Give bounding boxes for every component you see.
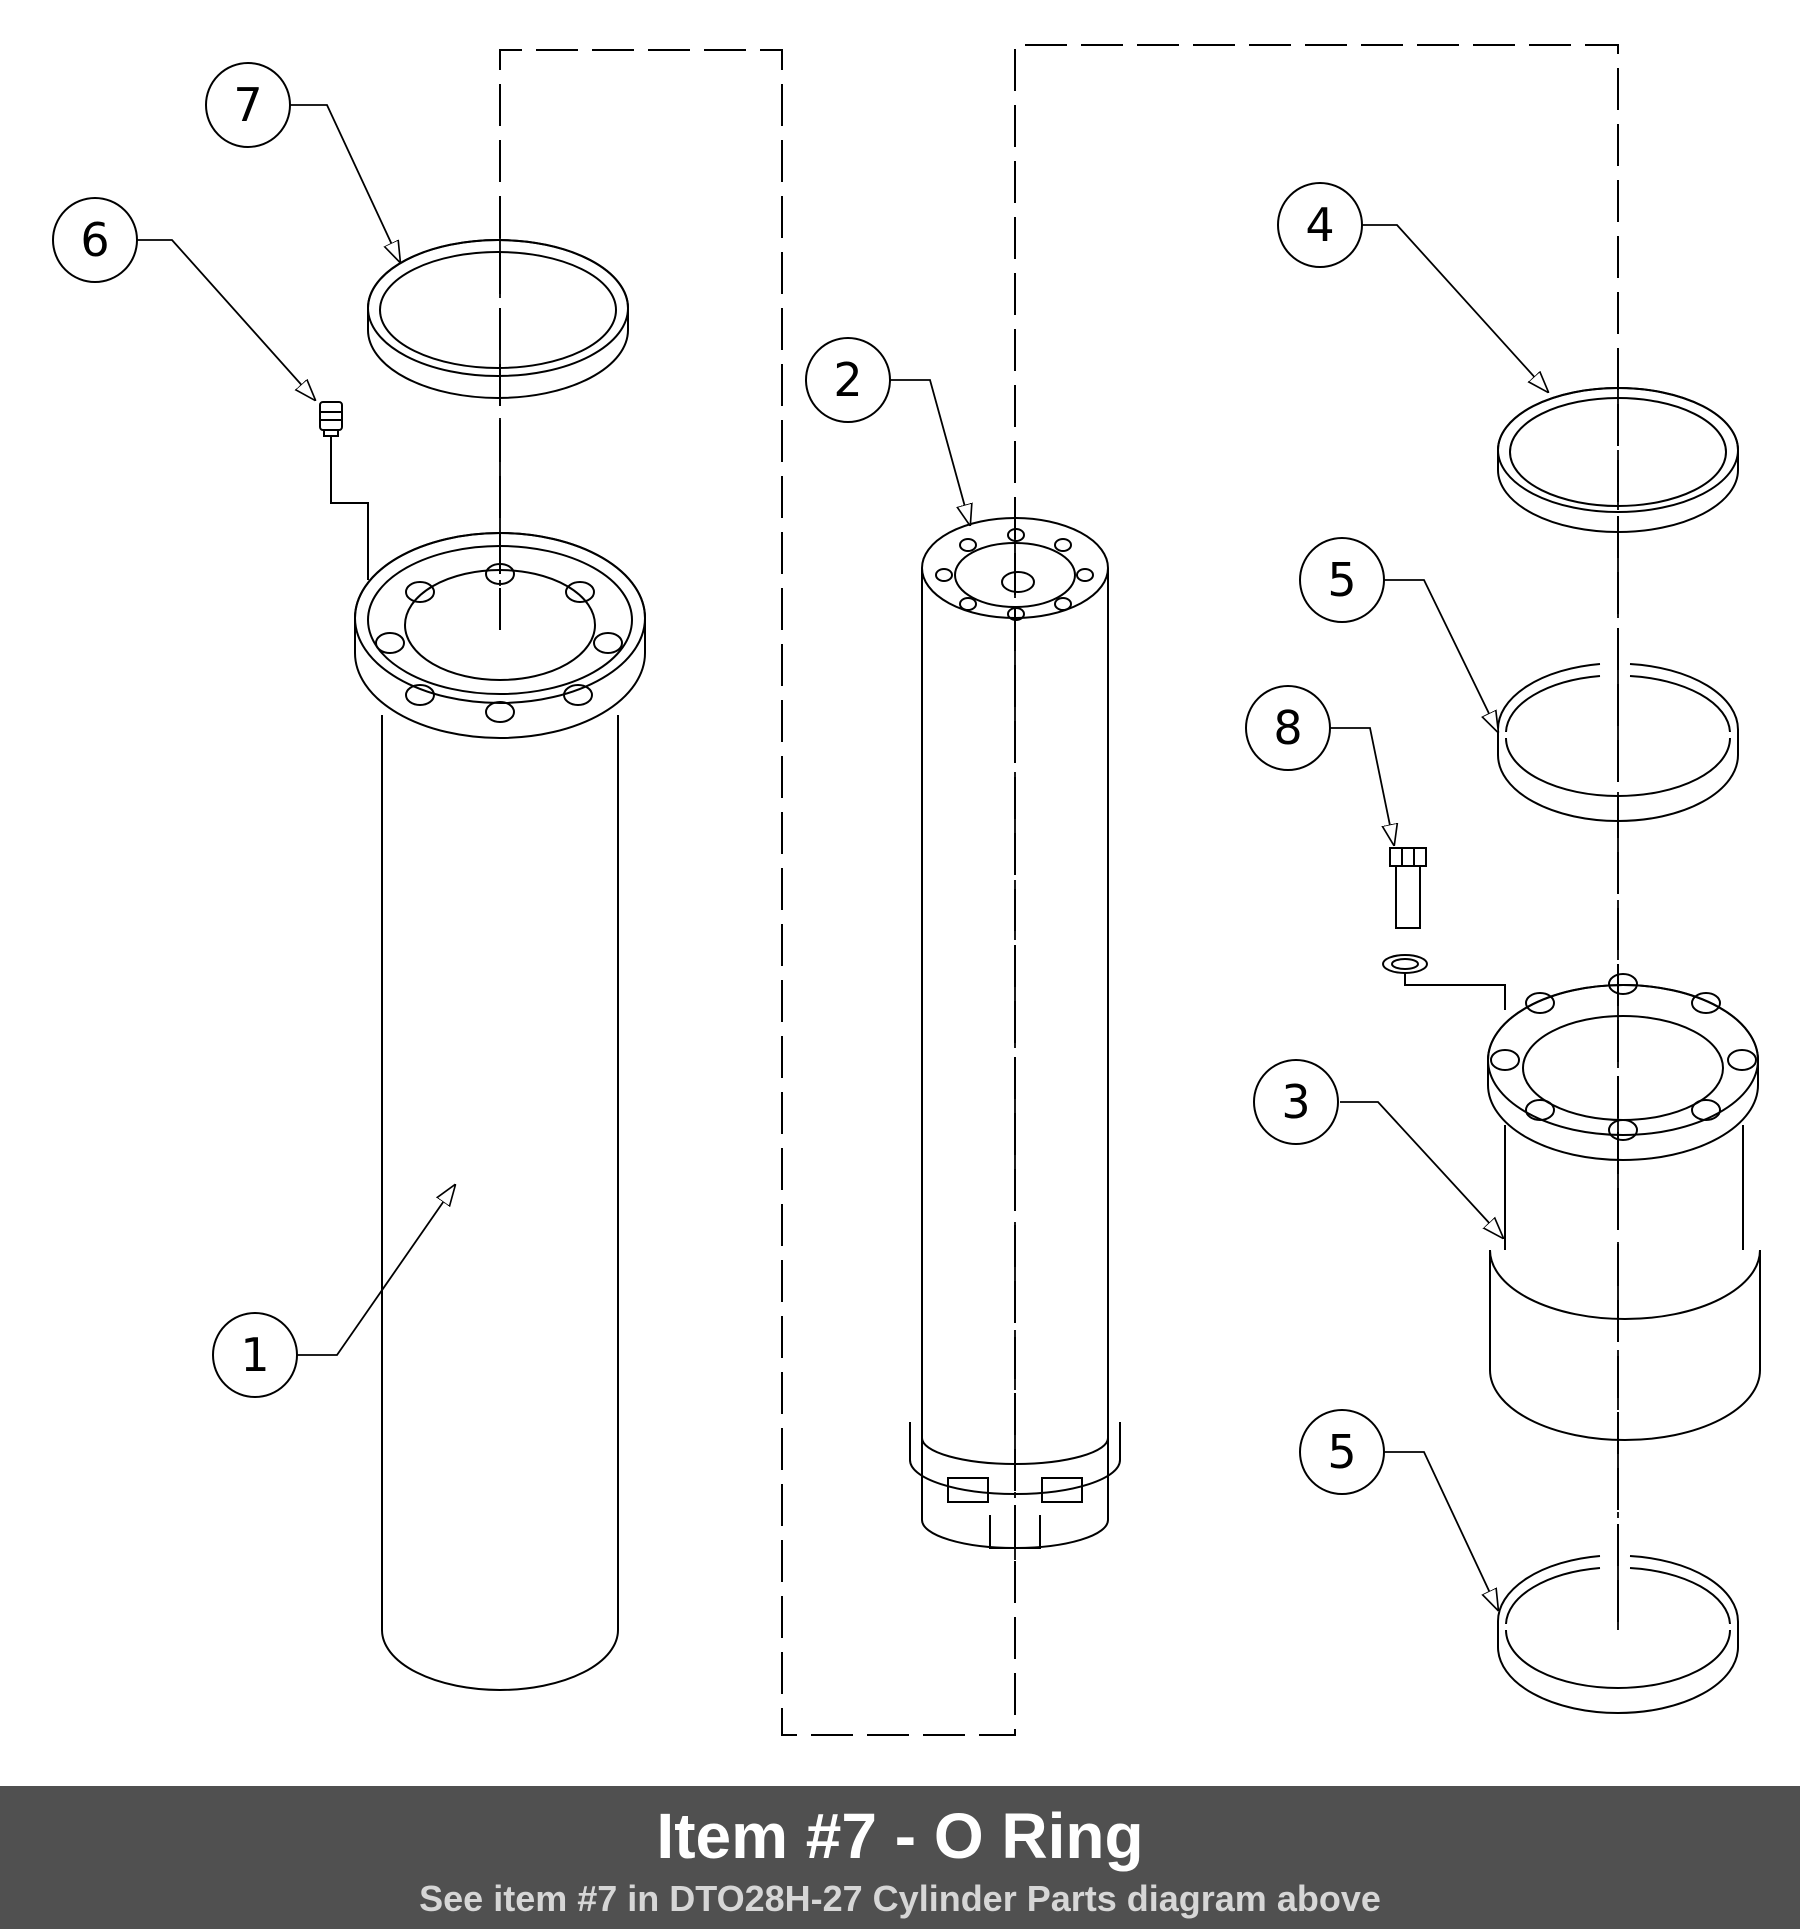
part-3-flanged-sleeve bbox=[1487, 973, 1761, 1441]
callout-8: 8 bbox=[1245, 685, 1331, 771]
svg-text:5: 5 bbox=[1327, 553, 1356, 607]
exploded-parts-diagram: 7 6 2 4 5 8 3 5 1 bbox=[52, 44, 1761, 1736]
leader-lines bbox=[137, 104, 1548, 1610]
callout-5-lower: 5 bbox=[1299, 1409, 1385, 1495]
svg-text:6: 6 bbox=[80, 213, 109, 267]
caption-subtitle: See item #7 in DTO28H-27 Cylinder Parts … bbox=[419, 1878, 1381, 1919]
svg-text:4: 4 bbox=[1305, 198, 1334, 252]
caption-bar: Item #7 - O Ring See item #7 in DTO28H-2… bbox=[0, 1786, 1800, 1929]
callout-5-upper: 5 bbox=[1299, 537, 1385, 623]
callout-6: 6 bbox=[52, 197, 138, 283]
part-6-screw bbox=[319, 401, 343, 437]
caption-title: Item #7 - O Ring bbox=[656, 1800, 1144, 1872]
callout-4: 4 bbox=[1277, 182, 1363, 268]
svg-text:1: 1 bbox=[240, 1328, 269, 1382]
callout-7: 7 bbox=[205, 62, 291, 148]
part-7-o-ring bbox=[367, 239, 629, 399]
callout-1: 1 bbox=[212, 1312, 298, 1398]
part-1-cylinder bbox=[354, 532, 646, 1691]
connector-6-to-1 bbox=[330, 436, 369, 580]
part-8-bolt bbox=[1382, 847, 1428, 974]
svg-text:5: 5 bbox=[1327, 1425, 1356, 1479]
callout-3: 3 bbox=[1253, 1059, 1339, 1145]
svg-text:8: 8 bbox=[1273, 701, 1302, 755]
svg-text:2: 2 bbox=[833, 353, 862, 407]
callout-2: 2 bbox=[805, 337, 891, 423]
center-axes bbox=[499, 238, 1619, 1630]
assembly-paths bbox=[499, 44, 1619, 1736]
part-5-lower-split-ring bbox=[1496, 1555, 1740, 1714]
connector-8-to-3 bbox=[1404, 973, 1506, 1010]
svg-text:7: 7 bbox=[233, 78, 262, 132]
svg-text:3: 3 bbox=[1281, 1075, 1310, 1129]
